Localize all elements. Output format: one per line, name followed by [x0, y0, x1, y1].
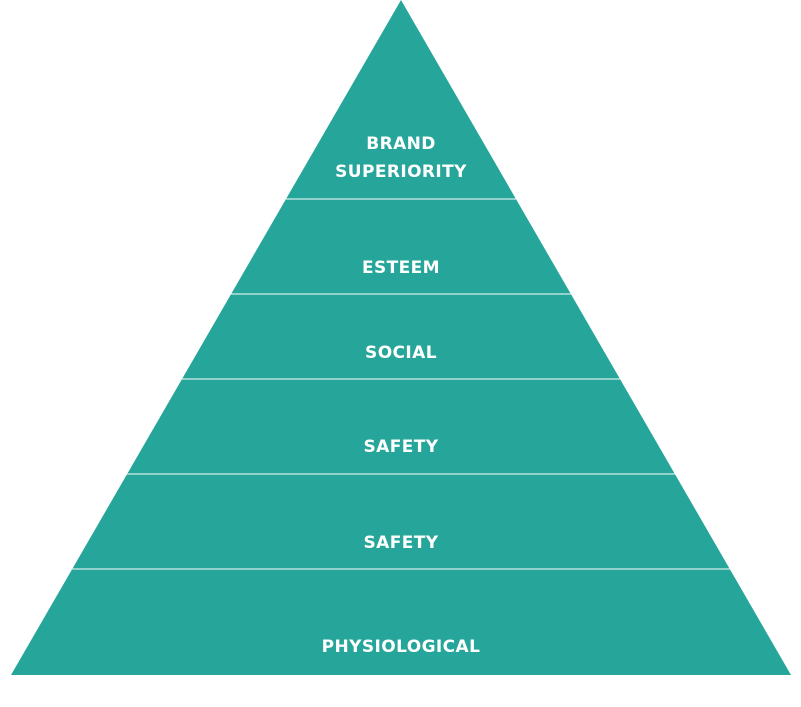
tier-labels: BRAND SUPERIORITY ESTEEM SOCIAL SAFETY SAFETY… [322, 134, 481, 657]
tier-label: SAFETY [364, 533, 439, 553]
tier-label: PHYSIOLOGICAL [322, 637, 481, 657]
tier-label: ESTEEM [362, 258, 440, 278]
pyramid-shape [11, 0, 791, 675]
tier-label: SAFETY [364, 437, 439, 457]
tier-label: SOCIAL [365, 343, 437, 363]
tier-label: BRAND [366, 134, 436, 154]
tier-label: SUPERIORITY [335, 162, 467, 182]
tier-dividers [72, 198, 730, 570]
